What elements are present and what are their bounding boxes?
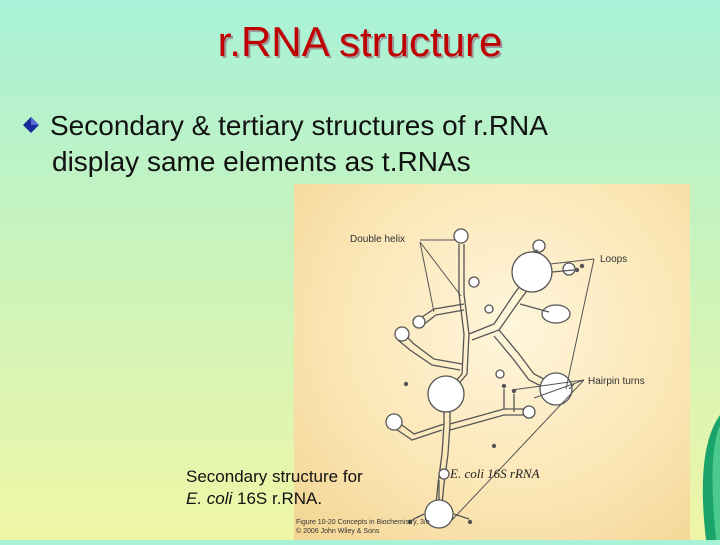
figure-caption: Secondary structure for E. coli 16S r.RN… — [186, 466, 363, 510]
diamond-bullet-icon — [23, 117, 39, 133]
figure-credit-line1: Figure 10-20 Concepts in Biochemistry, 3… — [296, 519, 430, 526]
figure-credit: Figure 10-20 Concepts in Biochemistry, 3… — [296, 518, 430, 536]
bullet-text-line2: display same elements as t.RNAs — [52, 146, 471, 177]
caption-line2: E. coli 16S r.RNA. — [186, 488, 363, 510]
label-double-helix: Double helix — [350, 234, 405, 245]
caption-line2-rest: 16S r.RNA. — [232, 489, 323, 508]
rrna-secondary-structure-figure: Double helix Loops Hairpin turns — [294, 184, 690, 540]
figure-species-label: E. coli 16S rRNA — [450, 466, 540, 481]
bullet-point: Secondary & tertiary structures of r.RNA… — [22, 108, 548, 180]
caption-line1: Secondary structure for — [186, 467, 363, 486]
label-loops: Loops — [600, 254, 627, 265]
figure-credit-line2: © 2006 John Wiley & Sons — [296, 528, 380, 535]
bullet-text-line1: Secondary & tertiary structures of r.RNA — [50, 110, 548, 141]
decorative-swoosh-icon — [702, 415, 720, 540]
rrna-diagram: Double helix Loops Hairpin turns — [350, 228, 645, 529]
slide-title: r.RNA structure — [217, 18, 503, 65]
caption-species-italic: E. coli — [186, 489, 233, 508]
label-hairpin-turns: Hairpin turns — [588, 376, 645, 387]
